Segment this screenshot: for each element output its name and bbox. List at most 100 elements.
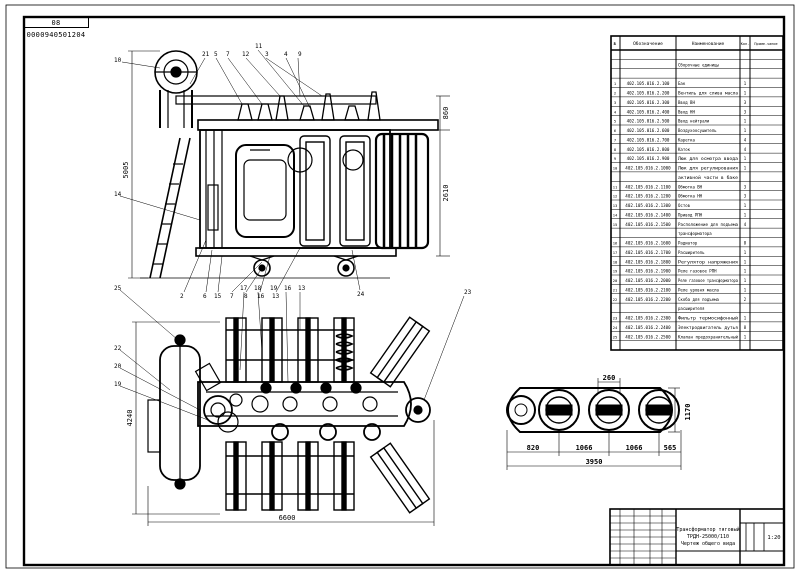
spec-cell-qty: 3 xyxy=(744,109,747,114)
spec-cell-designation: 402.105.016.2.900 xyxy=(627,156,670,161)
spec-cell-qty: 2 xyxy=(744,297,747,302)
spec-cell-num: 3 xyxy=(614,100,616,105)
callout-19b: 19 xyxy=(270,285,278,292)
spec-cell-name: Ввод НН xyxy=(678,109,695,114)
callout-20: 20 xyxy=(114,363,122,370)
spec-cell-num: 7 xyxy=(614,137,616,142)
rail-dim-labels: 260 1170 820 1066 1066 565 3950 xyxy=(527,374,692,466)
spec-cell-name: Электродвигатель дутья xyxy=(678,325,738,330)
callout-5a: 5 xyxy=(214,51,218,58)
rail-detail xyxy=(506,387,680,433)
plan-radiators-top xyxy=(225,317,355,383)
spec-cell-num: 18 xyxy=(613,259,618,264)
plan-filter xyxy=(405,397,431,423)
dim-rail-b: 1066 xyxy=(576,444,593,452)
radiators xyxy=(299,132,430,250)
spec-cell-designation: 402.105.016.2.1300 xyxy=(625,203,671,208)
plan-view xyxy=(147,316,431,514)
spec-cell-num: 16 xyxy=(613,241,618,246)
dim-rail-gap: 260 xyxy=(603,374,616,382)
spec-cell-name: активной части в баке xyxy=(678,175,739,180)
callout-4: 4 xyxy=(284,51,288,58)
title-line-3: Чертеж общего вида xyxy=(681,540,735,547)
plan-fans xyxy=(335,333,354,371)
spec-cell-designation: 402.105.016.2.1700 xyxy=(625,250,671,255)
inner-frame xyxy=(22,15,786,567)
callout-2: 2 xyxy=(180,293,184,300)
rpn-box xyxy=(207,184,219,231)
spec-head-note: Приме-чание xyxy=(754,42,777,46)
spec-cell-qty: 1 xyxy=(744,316,747,321)
spec-cell-qty: 8 xyxy=(744,325,747,330)
dim-rail-a: 820 xyxy=(527,444,540,452)
plan-tank xyxy=(197,381,412,427)
callout-16a: 16 xyxy=(257,293,265,300)
spec-cell-name: Каретка xyxy=(678,137,695,142)
title-scale: 1:20 xyxy=(767,535,780,541)
spec-cell-num: 5 xyxy=(614,119,616,124)
spec-cell-num: 22 xyxy=(613,297,618,302)
callout-21: 21 xyxy=(202,51,210,58)
title-line-1: Трансформатор тяговый xyxy=(676,527,739,533)
spec-cell-num: 9 xyxy=(614,156,617,161)
side-callout-labels: 10 21 5 7 12 11 3 4 9 14 2 6 15 7 8 16 1… xyxy=(114,43,365,300)
title-block-text: Трансформатор тяговый ТРДН-25000/110 Чер… xyxy=(676,527,780,547)
spec-cell-num: 10 xyxy=(613,166,618,171)
spec-cell-designation: 402.105.016.2.700 xyxy=(627,137,670,142)
callout-8: 8 xyxy=(244,293,248,300)
spec-cell-name: Ввод ВН xyxy=(678,100,695,105)
spec-cell-qty: 1 xyxy=(744,128,747,133)
spec-cell-designation: 402.105.016.2.1800 xyxy=(625,259,671,264)
spec-cell-qty: 8 xyxy=(744,241,747,246)
callout-13b: 13 xyxy=(298,285,306,292)
callout-7a: 7 xyxy=(226,51,230,58)
spec-cell-qty: 3 xyxy=(744,100,747,105)
spec-cell-qty: 1 xyxy=(744,250,747,255)
spec-cell-name: Воздухоосушитель xyxy=(678,128,717,133)
plan-cooler-top xyxy=(369,316,431,388)
dim-rail-total: 3950 xyxy=(586,458,603,466)
spec-cell-num: 19 xyxy=(613,269,618,274)
spec-cell-name: Фильтр термосифонный xyxy=(678,316,739,321)
rail-hole-2 xyxy=(588,389,630,431)
spec-cell-qty: 1 xyxy=(744,156,747,161)
spec-cell-designation: 402.105.016.2.100 xyxy=(627,81,670,86)
spec-cell-qty: 1 xyxy=(744,287,747,292)
spec-cell-num: 25 xyxy=(613,334,618,339)
dim-side-total: 5005 xyxy=(122,162,130,179)
callout-7b: 7 xyxy=(230,293,234,300)
base-frame xyxy=(195,247,397,257)
spec-cell-designation: 402.105.016.2.400 xyxy=(627,109,670,114)
spec-cell-designation: 402.105.016.2.2000 xyxy=(625,278,671,283)
spec-cell-qty: 1 xyxy=(744,166,747,171)
spec-cell-name: Каток xyxy=(678,147,691,152)
spec-cell-name: Вентиль для слива масла xyxy=(678,91,739,96)
spec-cell-qty: 1 xyxy=(744,259,747,264)
spec-cell-num: 23 xyxy=(613,316,618,321)
spec-cell-designation: 402.105.016.2.600 xyxy=(627,128,670,133)
spec-cell-qty: 1 xyxy=(744,81,747,86)
callout-14: 14 xyxy=(114,191,122,198)
spec-cell-name: Привод РПН xyxy=(678,212,703,217)
spec-cell-num: 13 xyxy=(613,203,618,208)
document-code-stamp: 08 0000940501204 xyxy=(23,16,89,39)
spec-cell-designation: 402.105.016.2.300 xyxy=(627,100,670,105)
spec-cell-name: Бак xyxy=(678,81,686,86)
spec-cell-designation: 402.105.016.2.1200 xyxy=(625,194,671,199)
spec-cell-num: 15 xyxy=(613,222,618,227)
spec-cell-designation: 402.105.016.2.2200 xyxy=(625,297,671,302)
top-oil-pipe xyxy=(175,95,377,105)
spec-cell-num: 4 xyxy=(614,109,617,114)
spec-cell-name: Скоба для подъема xyxy=(678,297,720,302)
tank-cover xyxy=(197,119,439,131)
callout-19a: 19 xyxy=(114,381,122,388)
plan-cooler-bottom xyxy=(369,442,431,514)
spec-head-name: Наименование xyxy=(692,41,725,47)
spec-cell-num: 20 xyxy=(613,278,618,283)
dim-plan-width: 6600 xyxy=(279,514,296,522)
spec-cell-designation: 402.105.016.2.800 xyxy=(627,147,670,152)
spec-cell-designation: 402.105.016.2.2300 xyxy=(625,316,671,321)
spec-cell-qty: 1 xyxy=(744,91,747,96)
spec-cell-designation: 402.105.016.2.1900 xyxy=(625,269,671,274)
